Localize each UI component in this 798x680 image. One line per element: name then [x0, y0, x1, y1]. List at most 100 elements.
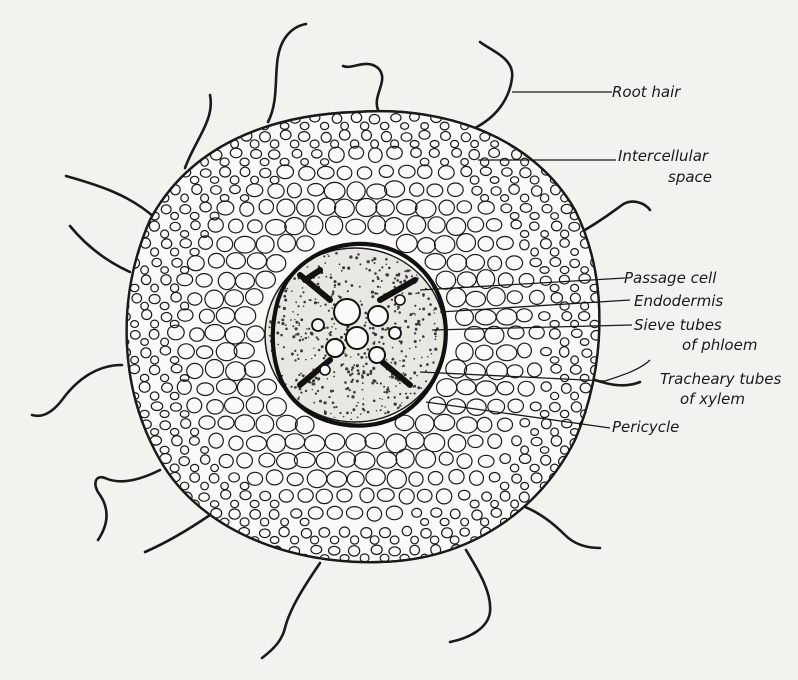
cortex-cell	[130, 212, 139, 220]
cortex-cell	[601, 167, 612, 175]
cortex-cell	[221, 529, 231, 538]
cortex-cell	[470, 114, 480, 124]
cortex-cell	[571, 572, 579, 580]
stele-cell-dot	[287, 288, 289, 290]
cortex-cell	[391, 572, 399, 579]
cortex-cell	[220, 132, 230, 142]
cortex-cell	[142, 133, 153, 142]
cortex-cell	[120, 518, 129, 526]
cortex-cell	[109, 114, 120, 124]
stele-cell-dot	[402, 366, 404, 368]
stele-cell-dot	[297, 314, 299, 316]
stele-cell-dot	[280, 334, 283, 337]
stele-cell-dot	[386, 359, 388, 361]
stele-cell-dot	[342, 266, 345, 269]
cortex-cell	[120, 410, 129, 417]
cortex-cell	[191, 536, 199, 544]
stele-cell-dot	[387, 411, 390, 414]
cortex-cell	[600, 131, 611, 141]
stele-cell-dot	[317, 338, 319, 340]
cortex-cell	[460, 96, 471, 105]
stele-cell-dot	[372, 280, 375, 283]
cortex-cell	[231, 536, 239, 543]
stele-cell-dot	[434, 338, 436, 340]
stele-cell-dot	[373, 379, 376, 382]
stele-cell-dot	[303, 306, 305, 308]
label-passage-cell: Passage cell	[624, 269, 717, 287]
cortex-cell	[109, 510, 120, 520]
stele-cell-dot	[399, 360, 400, 361]
cortex-cell	[141, 123, 149, 130]
cortex-cell	[579, 130, 590, 140]
stele-cell-dot	[387, 305, 390, 308]
stele-cell-dot	[327, 378, 329, 380]
cortex-cell	[550, 104, 559, 112]
cortex-cell	[569, 148, 579, 157]
stele-cell-dot	[300, 349, 303, 352]
stele-cell-dot	[314, 301, 317, 304]
stele-cell-dot	[331, 318, 334, 321]
cortex-cell	[601, 454, 611, 464]
stele-cell-dot	[414, 332, 416, 334]
stele-cell-dot	[380, 409, 382, 411]
stele-cell-dot	[381, 328, 384, 331]
stele-cell-dot	[398, 311, 401, 314]
stele-cell-dot	[351, 412, 353, 414]
stele-cell-dot	[276, 332, 279, 335]
cortex-cell	[360, 563, 371, 573]
tracheary-tube	[368, 306, 388, 326]
stele-cell-dot	[339, 412, 341, 414]
cortex-cell	[451, 573, 459, 580]
cortex-cell	[361, 96, 372, 104]
stele-cell-dot	[321, 386, 324, 389]
cortex-cell	[151, 573, 159, 580]
cortex-cell	[130, 177, 139, 184]
stele-cell-dot	[373, 400, 376, 403]
cortex-cell	[140, 527, 151, 537]
cortex-cell	[570, 104, 579, 111]
cortex-cell	[561, 96, 572, 105]
stele-cell-dot	[328, 310, 330, 312]
stele-cell-dot	[321, 345, 324, 348]
stele-cell-dot	[367, 411, 370, 414]
cortex-cell	[220, 554, 229, 562]
stele-cell-dot	[376, 410, 377, 411]
stele-cell-dot	[333, 406, 335, 408]
stele-cell-dot	[323, 255, 325, 257]
cortex-cell	[190, 573, 199, 580]
stele-cell-dot	[347, 290, 349, 292]
cortex-cell	[580, 519, 589, 526]
stele-cell-dot	[298, 396, 300, 398]
stele-cell-dot	[313, 402, 315, 404]
cortex-cell	[532, 545, 542, 553]
stele-cell-dot	[434, 312, 436, 314]
stele-cell-dot	[367, 373, 370, 376]
stele-cell-dot	[335, 328, 337, 330]
stele-cell-dot	[357, 369, 360, 372]
cortex-cell	[591, 114, 601, 123]
cortex-cell	[580, 454, 591, 462]
stele-cell-dot	[328, 255, 330, 257]
cortex-cell	[280, 96, 290, 105]
stele-cell-dot	[357, 417, 359, 419]
stele-cell-dot	[363, 365, 365, 367]
cortex-cell	[598, 277, 609, 286]
stele-cell-dot	[269, 326, 271, 328]
stele-cell-dot	[402, 359, 405, 362]
root-hair	[475, 42, 512, 128]
cortex-cell	[380, 95, 391, 104]
stele-cell-dot	[332, 390, 334, 392]
stele-cell-dot	[300, 373, 302, 375]
cortex-cell	[131, 115, 141, 124]
stele-cell-dot	[360, 413, 362, 415]
stele-cell-dot	[413, 385, 416, 388]
cortex-cell	[451, 105, 459, 112]
cortex-cell	[542, 563, 551, 573]
cortex-cell	[111, 293, 122, 303]
stele-cell-dot	[415, 346, 417, 348]
stele-cell-dot	[394, 403, 397, 406]
cortex-cell	[139, 454, 150, 463]
label-sieve-2: of phloem	[682, 336, 757, 354]
stele-cell-dot	[306, 328, 308, 330]
